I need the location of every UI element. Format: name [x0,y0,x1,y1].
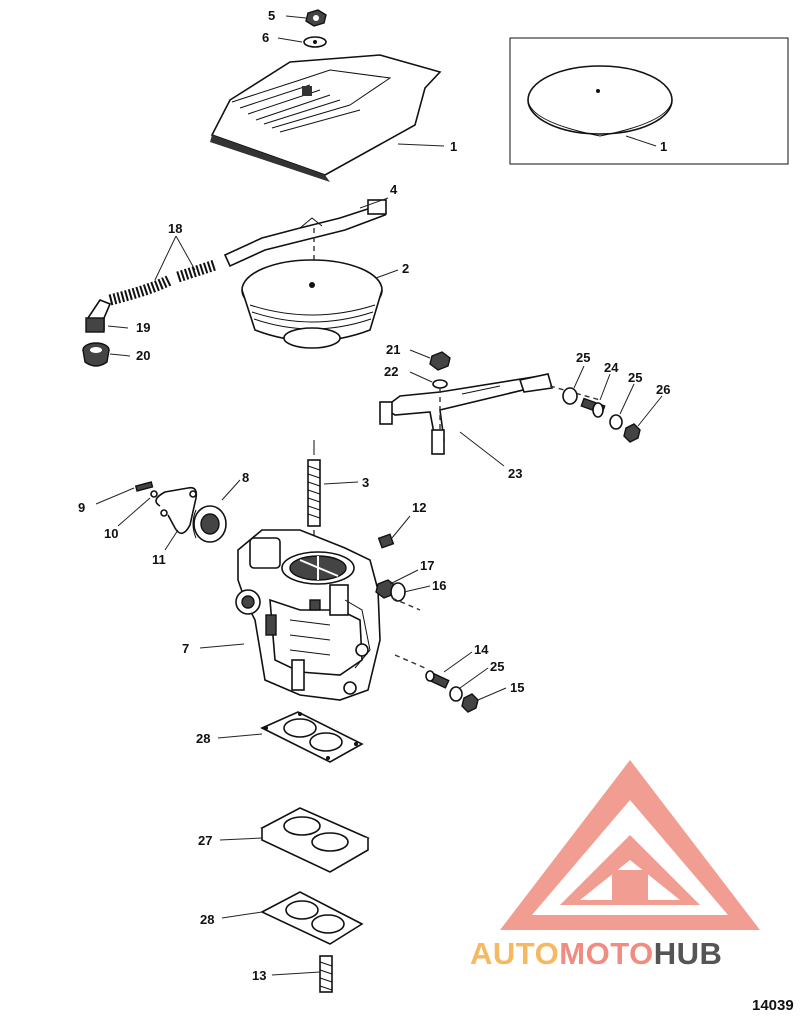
callout-9: 9 [78,500,85,515]
air-cleaner-cover [210,54,442,182]
callout-13: 13 [252,968,266,983]
inset-box [509,37,789,165]
watermark-logo [500,760,760,930]
callout-18: 18 [168,221,182,236]
callout-24: 24 [604,360,619,375]
gasket-28-lower [260,891,364,945]
screw-9 [134,481,154,492]
gasket-28-upper [260,711,364,763]
spacer-27 [260,807,370,873]
callout-6: 6 [262,30,269,45]
callout-15: 15 [510,680,524,695]
elbow-fitting-19 [85,299,112,333]
washer-25a [562,387,578,405]
stud-13 [319,955,333,993]
linkage-arm-23 [379,373,554,455]
stud-24 [580,397,606,418]
watermark-brand: AUTOMOTOHUB [470,936,722,971]
fitting-12 [377,533,395,549]
figure-id: 14039 [752,997,794,1014]
callout-23: 23 [508,466,522,481]
nut-5 [305,9,327,27]
nut-21 [429,351,451,371]
washer-25b [609,414,623,430]
callout-3: 3 [362,475,369,490]
callout-14: 14 [474,642,489,657]
stud-14 [425,670,450,689]
callout-28-lower: 28 [200,912,214,927]
callout-25-a: 25 [576,350,590,365]
callout-17: 17 [420,558,434,573]
hose-18 [108,259,217,306]
callout-25-c: 25 [490,659,504,674]
callout-labels: 5 6 1 1 4 18 2 19 20 21 22 25 24 25 26 2… [78,8,670,983]
callout-7: 7 [182,641,189,656]
callout-25-b: 25 [628,370,642,385]
washer-25c [449,686,463,702]
callout-19: 19 [136,320,150,335]
callout-1-inset: 1 [660,139,667,154]
callout-22: 22 [384,364,398,379]
choke-housing-8 [192,505,227,543]
callout-20: 20 [136,348,150,363]
flame-arrestor-2 [241,259,383,349]
carburetor-body-7 [235,529,381,701]
callout-5: 5 [268,8,275,23]
air-cleaner-cover-alt [527,65,673,135]
callout-10: 10 [104,526,118,541]
callout-26: 26 [656,382,670,397]
callout-27: 27 [198,833,212,848]
nut-15 [461,693,479,713]
stud-3 [307,440,321,548]
clip-11 [155,486,198,535]
callout-1: 1 [450,139,457,154]
callout-11: 11 [152,552,166,567]
washer-10 [150,490,158,498]
callout-16: 16 [432,578,446,593]
callout-28-upper: 28 [196,731,210,746]
callout-8: 8 [242,470,249,485]
washer-22 [432,379,448,389]
callout-4: 4 [390,182,398,197]
cap-20 [82,342,110,367]
nut-26 [623,423,641,443]
callout-2: 2 [402,261,409,276]
callout-12: 12 [412,500,426,515]
leader-lines [95,15,663,976]
callout-21: 21 [386,342,400,357]
bracket-4 [223,199,387,268]
